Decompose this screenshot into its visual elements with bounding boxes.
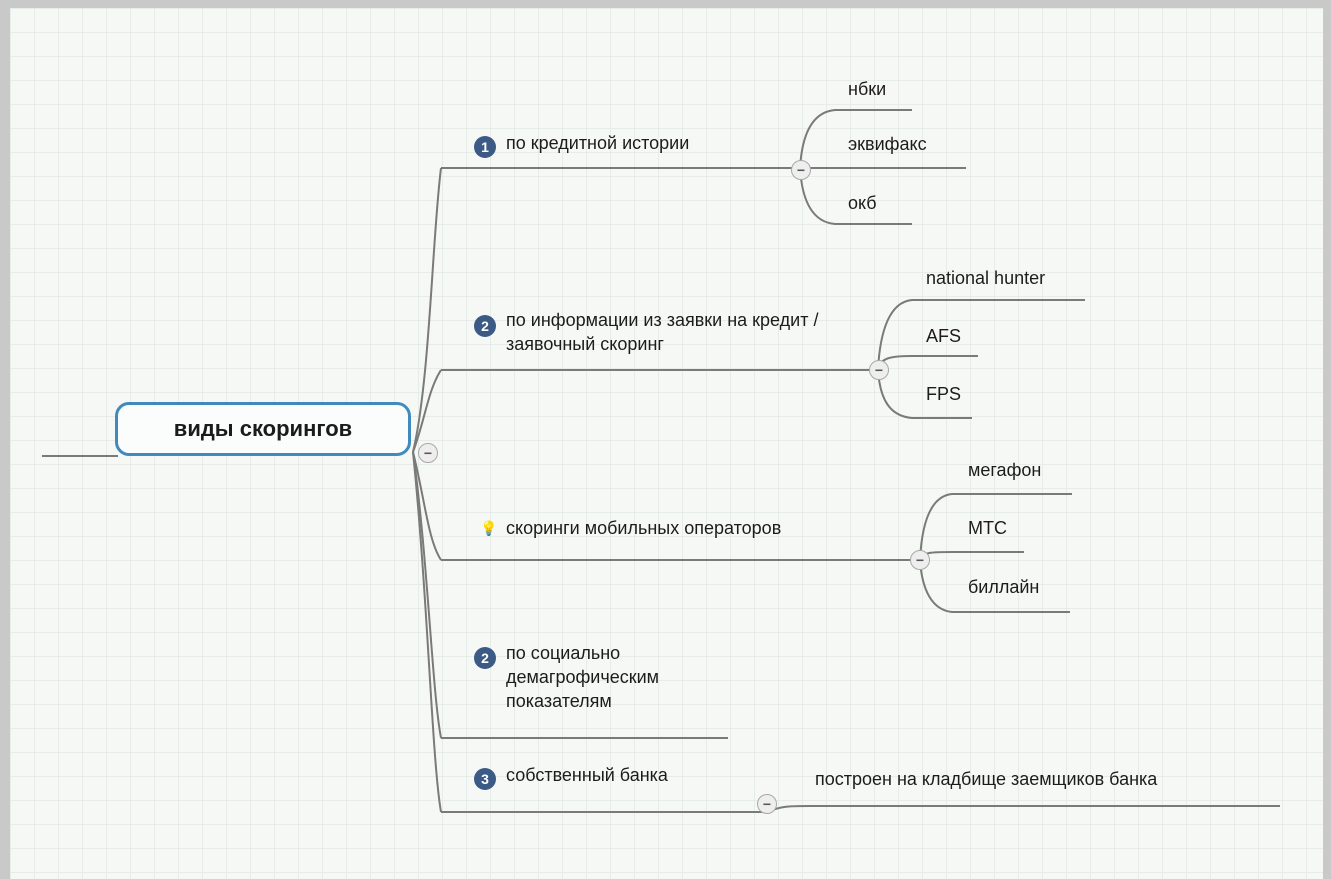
- trunk-line-2: [412, 369, 442, 453]
- child-2-1-line: [877, 299, 1085, 371]
- child-2-2-label[interactable]: AFS: [926, 326, 962, 346]
- mindmap-canvas: [10, 8, 1323, 879]
- priority-2-badge: 2: [474, 315, 496, 337]
- trunk-line-5: [412, 451, 442, 813]
- trunk-line-3: [412, 451, 442, 561]
- priority-2-badge: 2: [474, 647, 496, 669]
- child-5-1-line: [767, 805, 1280, 813]
- child-2-2-line: [877, 355, 978, 371]
- branch-4-label[interactable]: по социально демагрофическим показателям: [506, 643, 660, 711]
- root-collapse-toggle[interactable]: −: [418, 443, 438, 463]
- branch-1-collapse-toggle[interactable]: −: [791, 160, 811, 180]
- child-3-2-label[interactable]: МТС: [968, 518, 1007, 538]
- branch-3-label[interactable]: скоринги мобильных операторов: [506, 518, 782, 538]
- trunk-line-4: [412, 451, 442, 739]
- child-2-1-label[interactable]: national hunter: [926, 268, 1046, 288]
- child-3-2-line: [919, 551, 1024, 561]
- branch-5-collapse-toggle[interactable]: −: [757, 794, 777, 814]
- branch-5-label[interactable]: собственный банка: [506, 765, 668, 785]
- child-3-1-line: [919, 493, 1072, 561]
- root-topic[interactable]: виды скорингов: [115, 402, 411, 456]
- child-1-1-line: [799, 109, 912, 169]
- trunk-line: [412, 167, 442, 453]
- root-topic-label: виды скорингов: [173, 416, 353, 441]
- child-3-3-label[interactable]: биллайн: [968, 577, 1040, 597]
- child-1-2-label[interactable]: эквифакс: [848, 134, 927, 154]
- branch-1-label[interactable]: по кредитной истории: [506, 133, 690, 153]
- child-3-1-label[interactable]: мегафон: [968, 460, 1042, 480]
- lightbulb-icon: 💡: [480, 520, 498, 536]
- child-2-3-label[interactable]: FPS: [926, 384, 962, 404]
- priority-1-badge: 1: [474, 136, 496, 158]
- branch-2-label[interactable]: по информации из заявки на кредит / заяв…: [506, 310, 819, 354]
- priority-3-badge: 3: [474, 768, 496, 790]
- branch-3-collapse-toggle[interactable]: −: [910, 550, 930, 570]
- branch-2-collapse-toggle[interactable]: −: [869, 360, 889, 380]
- child-1-1-label[interactable]: нбки: [848, 79, 887, 99]
- child-5-1-label[interactable]: построен на кладбище заемщиков банка: [815, 769, 1158, 789]
- child-1-3-label[interactable]: окб: [848, 193, 877, 213]
